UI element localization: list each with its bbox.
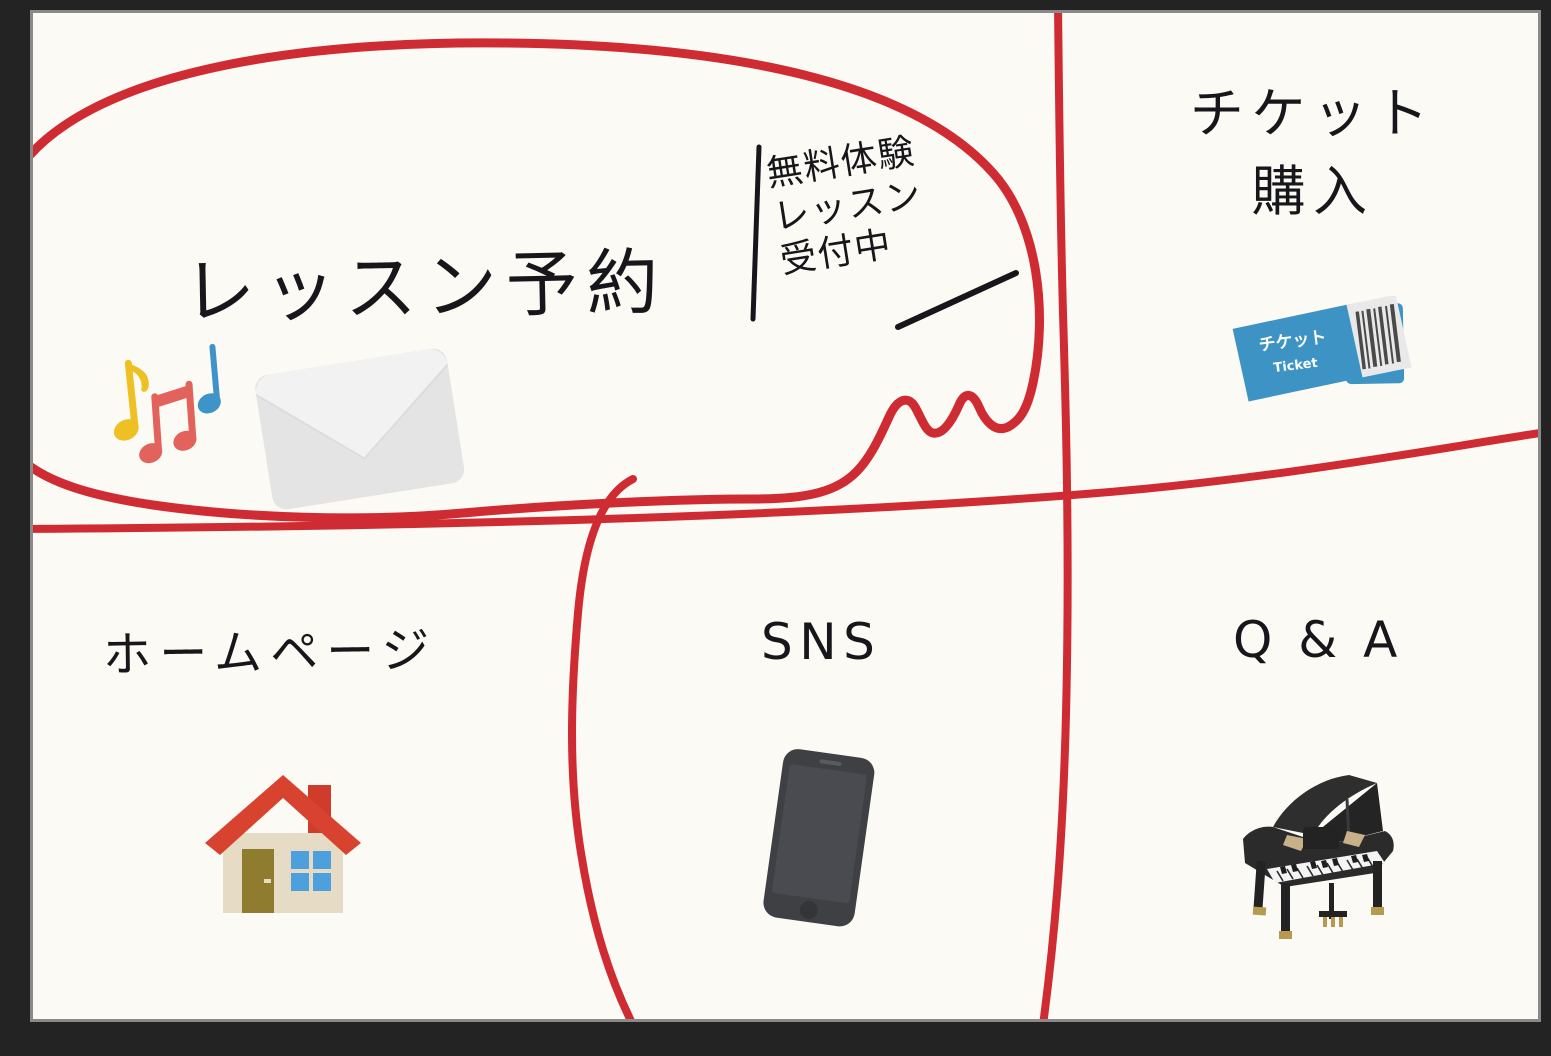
envelope-icon: [255, 343, 465, 518]
section-title-ticket-purchase: チケット 購入: [1189, 82, 1437, 224]
section-label-homepage: ホームページ: [102, 622, 439, 684]
smartphone-icon: [751, 745, 891, 930]
section-label-qa: Q & A: [1233, 611, 1403, 669]
red-ellipse-highlight: [33, 38, 1044, 523]
whiteboard-canvas: レッスン予約 無料体験 レッスン 受付中 チケット 購入 ホームページ SNS …: [33, 13, 1538, 1019]
music-notes-icon: [88, 343, 238, 468]
house-icon: [196, 765, 371, 925]
section-label-sns: SNS: [761, 613, 882, 671]
red-ink-annotation-layer: [33, 13, 1538, 1019]
diagonal-underline-icon: [895, 270, 1019, 330]
vertical-tick-mark-icon: [750, 144, 762, 322]
vertical-divider-right: [1039, 13, 1072, 1019]
piano-icon: [1225, 765, 1425, 940]
horizontal-divider-line: [33, 429, 1538, 533]
ticket-label-en: Ticket: [1273, 356, 1319, 376]
ticket-icon: チケット Ticket: [1226, 294, 1421, 406]
vertical-divider-left: [568, 475, 637, 1019]
page-title-lesson-reservation: レッスン予約: [182, 239, 668, 335]
